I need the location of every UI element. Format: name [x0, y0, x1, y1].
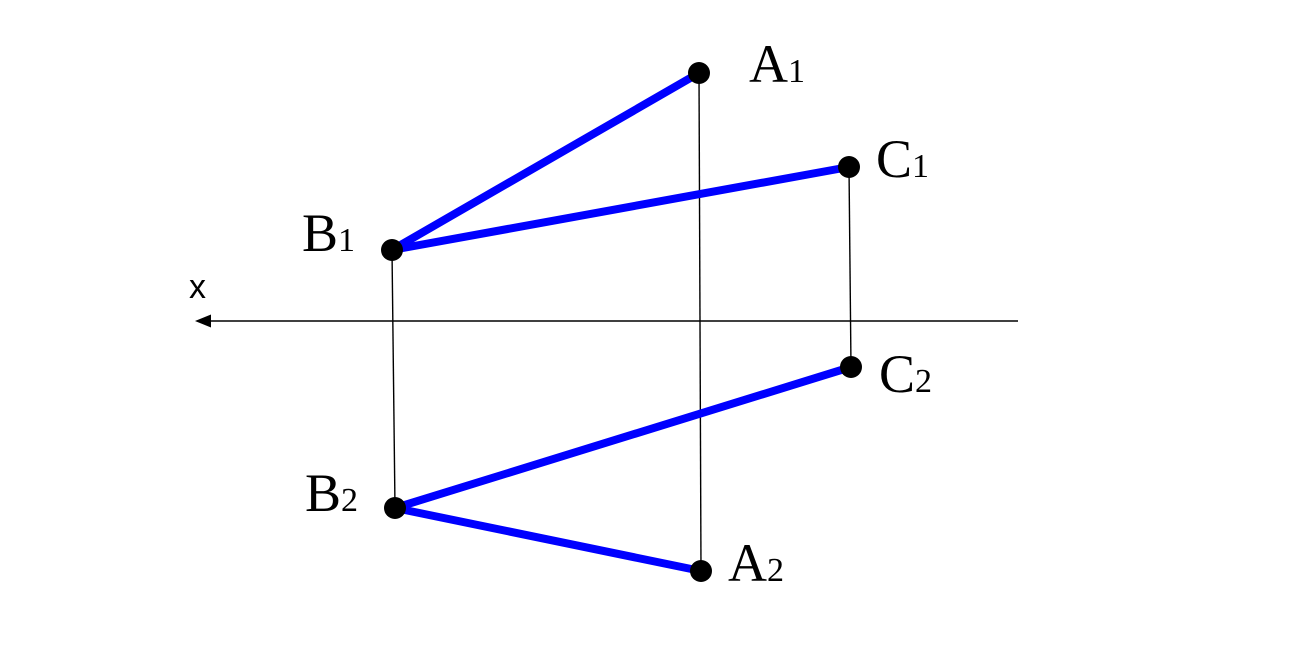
projection-line-C1-C2 [848, 166, 852, 368]
point-C2 [840, 356, 862, 378]
segments [388, 69, 855, 575]
x-axis-arrowhead [195, 314, 211, 328]
point-label-B1: B1 [302, 203, 355, 263]
point-A1 [688, 62, 710, 84]
segment-B2-C2 [391, 363, 855, 512]
segment-B1-C1 [388, 163, 853, 254]
projection-line-A1-A2 [698, 72, 702, 572]
points [381, 62, 862, 582]
point-B1 [381, 239, 403, 261]
point-label-A1: A1 [749, 34, 805, 94]
point-label-C2: C2 [879, 344, 932, 404]
x-axis: x [189, 268, 1018, 328]
point-B2 [384, 497, 406, 519]
projection-line-B1-B2 [391, 249, 396, 509]
segment-B2-A2 [391, 504, 705, 575]
point-label-B2: B2 [305, 463, 358, 523]
point-label-C1: C1 [876, 129, 929, 189]
segment-B1-A1 [388, 69, 703, 254]
point-A2 [690, 560, 712, 582]
projection-lines [391, 72, 852, 572]
point-labels: A1 B1 C1 A2 B2 C2 [302, 34, 932, 593]
point-label-A2: A2 [728, 533, 784, 593]
point-C1 [838, 156, 860, 178]
x-axis-label: x [189, 268, 206, 306]
